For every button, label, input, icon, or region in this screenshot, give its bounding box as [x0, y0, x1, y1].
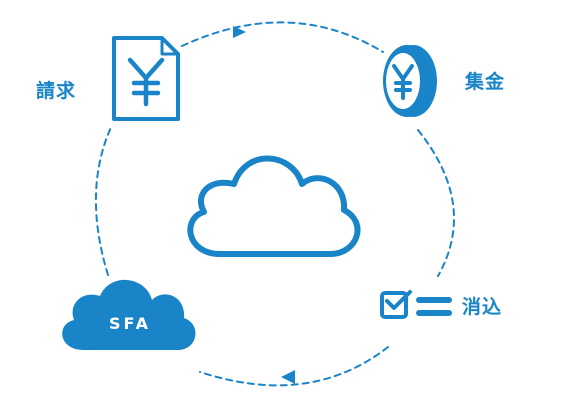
checklist-icon [380, 290, 452, 319]
reconcile-label: 消込 [462, 295, 502, 318]
yen-coin-icon [383, 45, 437, 117]
dashed-arrow-icon [281, 370, 295, 384]
sfa-label: SFA [109, 314, 151, 333]
invoice-label: 請求 [36, 79, 76, 102]
arc-top [181, 21, 384, 53]
cloud-icon [62, 279, 196, 350]
cycle-path [94, 21, 455, 387]
dashed-arrow-icon [233, 26, 246, 38]
arc-bottom [199, 346, 389, 387]
cloud-outline-icon [187, 155, 361, 257]
arc-right [417, 129, 455, 277]
collection-label: 集金 [464, 70, 505, 93]
arc-left [94, 124, 113, 276]
yen-document-icon [112, 36, 180, 121]
